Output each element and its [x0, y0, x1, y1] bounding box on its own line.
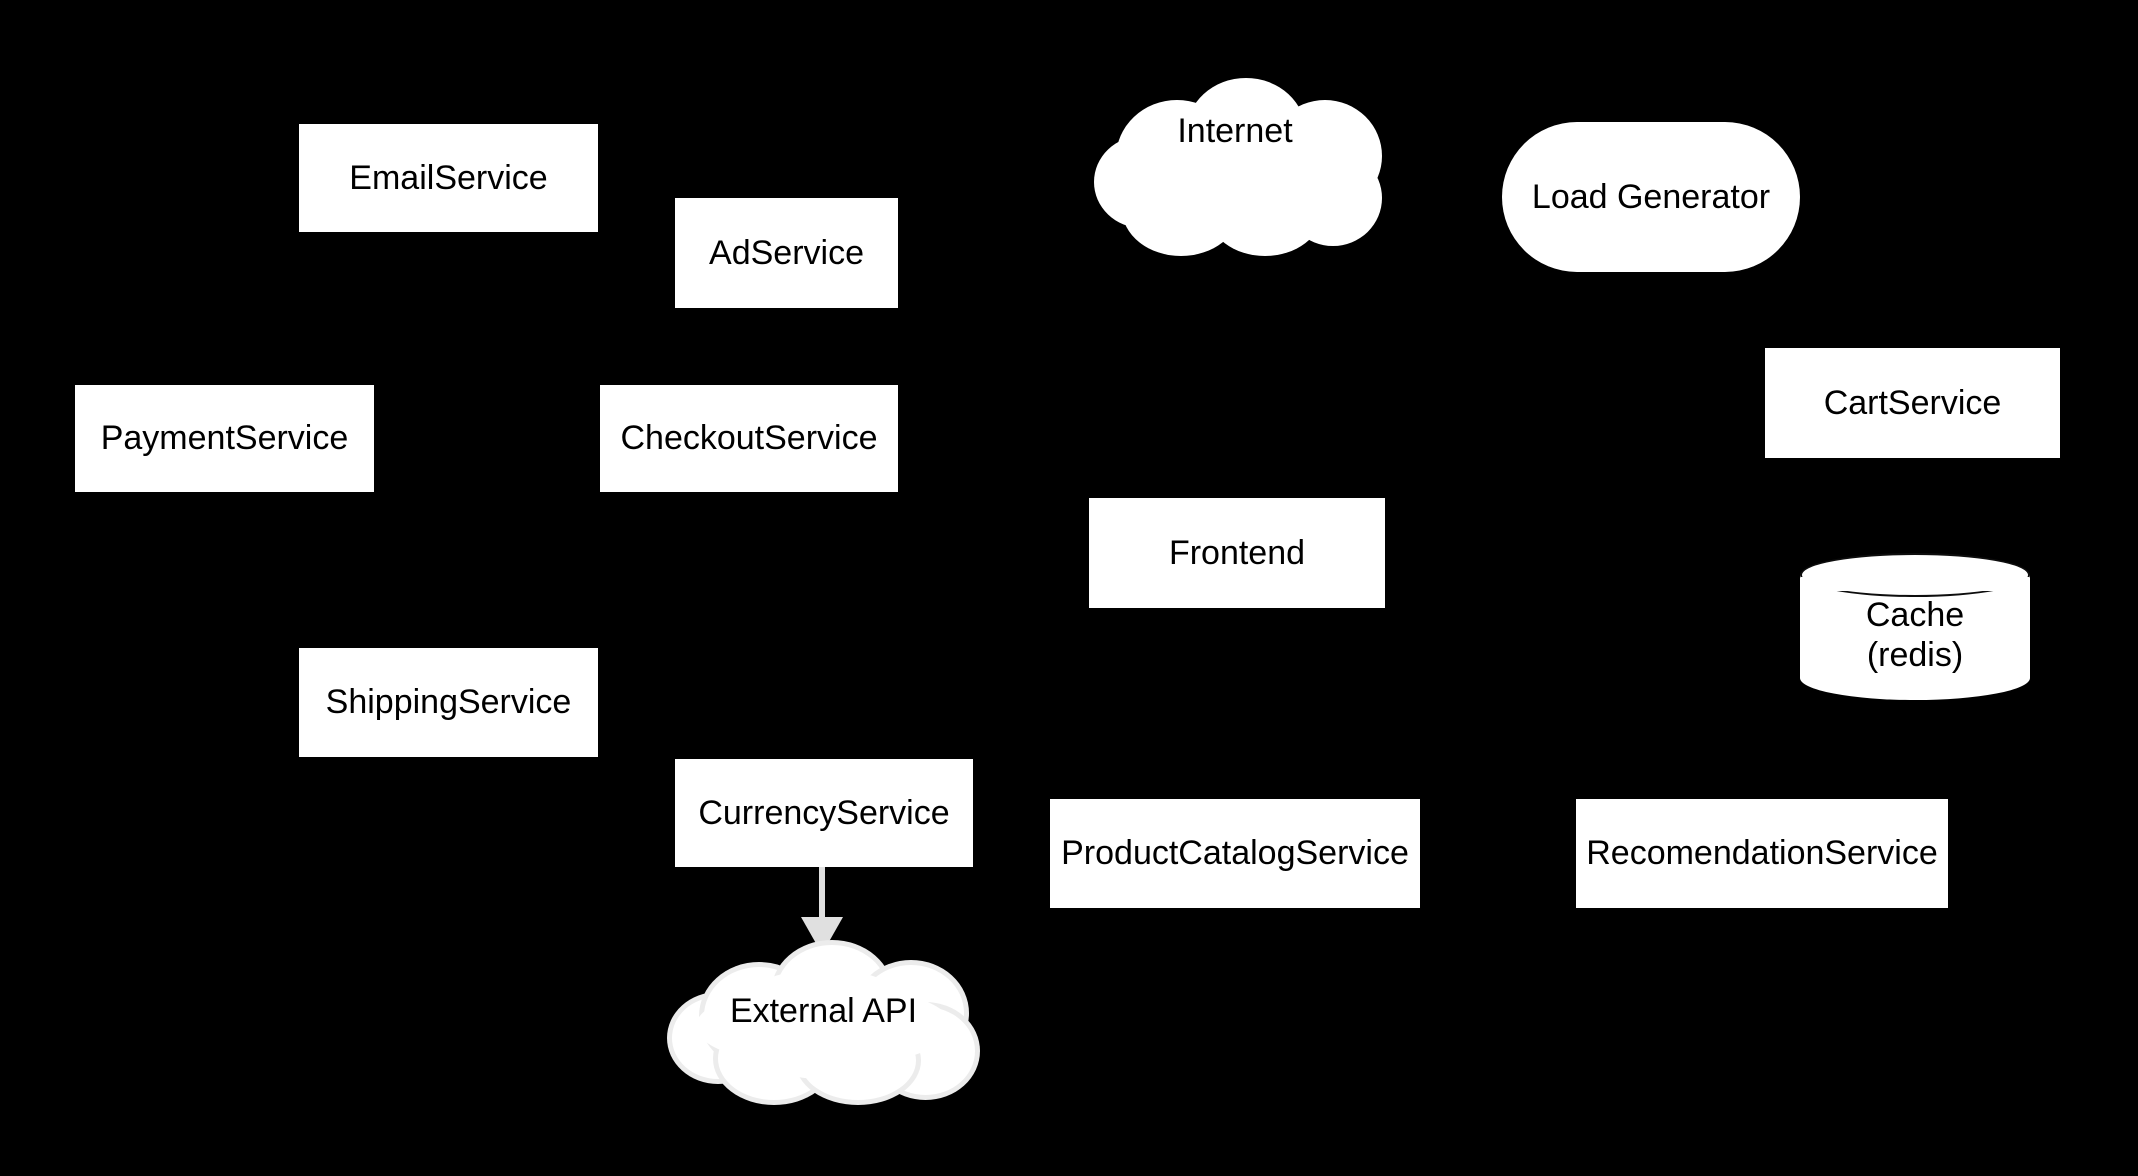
node-currency-service[interactable]: CurrencyService	[675, 759, 973, 867]
node-recomendation-service[interactable]: RecomendationService	[1576, 799, 1948, 908]
node-frontend[interactable]: Frontend	[1089, 498, 1385, 608]
node-label: RecomendationService	[1586, 834, 1938, 873]
edge-currency-to-external-api	[780, 865, 860, 955]
node-label: ShippingService	[325, 683, 572, 722]
node-label: CartService	[1823, 383, 2002, 422]
node-email-service[interactable]: EmailService	[299, 124, 598, 232]
node-payment-service[interactable]: PaymentService	[75, 385, 374, 492]
node-checkout-service[interactable]: CheckoutService	[600, 385, 898, 492]
cylinder-seam-mask	[1801, 577, 2029, 591]
node-external-api[interactable]: External API	[672, 945, 975, 1100]
node-label: Frontend	[1168, 533, 1306, 572]
node-product-catalog-service[interactable]: ProductCatalogService	[1050, 799, 1420, 908]
node-cache-redis[interactable]: Cache (redis)	[1800, 553, 2030, 700]
node-cart-service[interactable]: CartService	[1765, 348, 2060, 458]
node-label: ProductCatalogService	[1061, 834, 1409, 873]
node-label: EmailService	[349, 158, 548, 197]
node-label: PaymentService	[100, 419, 349, 458]
node-load-generator[interactable]: Load Generator	[1502, 122, 1800, 272]
node-label: Load Generator	[1531, 177, 1771, 216]
node-internet[interactable]: Internet	[1088, 78, 1382, 256]
node-label: CurrencyService	[698, 793, 950, 832]
cloud-blob-core	[724, 969, 924, 1079]
node-ad-service[interactable]: AdService	[675, 198, 898, 308]
node-shipping-service[interactable]: ShippingService	[299, 648, 598, 757]
node-label: AdService	[709, 233, 864, 272]
cloud-blob	[1130, 130, 1344, 226]
node-label: CheckoutService	[620, 419, 878, 458]
arrowhead-icon	[801, 917, 843, 954]
